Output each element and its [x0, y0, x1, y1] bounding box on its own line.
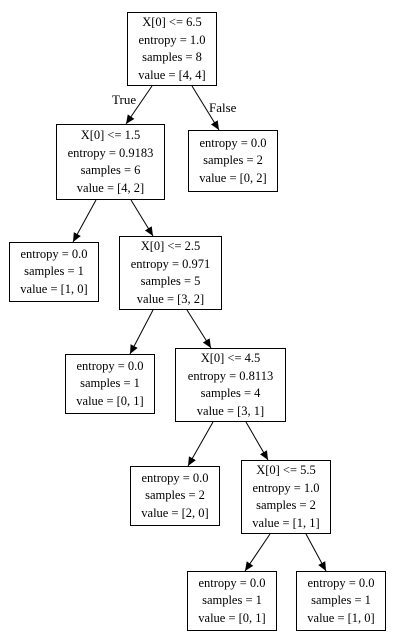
node-entropy: entropy = 0.0: [141, 470, 209, 485]
node-entropy: entropy = 0.0: [199, 135, 267, 150]
tree-node-leaf: entropy = 0.0 samples = 1 value = [1, 0]: [9, 242, 99, 302]
tree-node-leaf: entropy = 0.0 samples = 2 value = [2, 0]: [130, 466, 220, 526]
edge-n1-n2: [72, 199, 97, 243]
edge-n0-n1: [125, 85, 153, 125]
node-samples: samples = 6: [80, 163, 141, 177]
edge-n5-n7: [245, 421, 269, 461]
tree-node-split: X[0] <= 1.5 entropy = 0.9183 samples = 6…: [56, 124, 165, 200]
node-entropy: entropy = 0.8113: [187, 368, 274, 383]
edge-label-true: True: [112, 92, 137, 107]
node-entropy: entropy = 0.0: [198, 575, 266, 590]
edge-n0-n8: [191, 85, 220, 131]
node-samples: samples = 1: [202, 593, 262, 608]
node-samples: samples = 2: [256, 498, 316, 512]
node-value: value = [1, 0]: [20, 281, 88, 296]
node-samples: samples = 1: [24, 264, 84, 279]
edge-n5-n6: [187, 421, 214, 467]
edge-label-false: False: [209, 100, 237, 115]
node-samples: samples = 1: [311, 593, 371, 608]
node-samples: samples = 4: [200, 386, 261, 400]
edge-n7-n10: [305, 533, 327, 572]
node-split-rule: X[0] <= 4.5: [200, 351, 261, 365]
node-samples: samples = 8: [142, 50, 202, 64]
tree-node-split: X[0] <= 4.5 entropy = 0.8113 samples = 4…: [175, 348, 286, 422]
node-entropy: entropy = 0.0: [307, 575, 375, 590]
node-value: value = [4, 4]: [138, 67, 206, 82]
node-samples: samples = 5: [140, 274, 201, 288]
tree-node-leaf: entropy = 0.0 samples = 1 value = [1, 0]: [296, 571, 386, 631]
node-entropy: entropy = 1.0: [252, 480, 320, 495]
node-value: value = [3, 2]: [136, 291, 205, 306]
tree-node-leaf: entropy = 0.0 samples = 1 value = [0, 1]: [65, 354, 155, 414]
tree-node-leaf: entropy = 0.0 samples = 2 value = [0, 2]: [188, 130, 278, 192]
node-entropy: entropy = 0.9183: [67, 145, 154, 160]
node-entropy: entropy = 0.0: [20, 246, 88, 261]
node-value: value = [0, 1]: [76, 393, 144, 408]
node-value: value = [3, 1]: [196, 403, 265, 418]
node-value: value = [0, 1]: [198, 610, 266, 625]
edge-n7-n9: [244, 533, 271, 572]
edge-n3-n5: [186, 309, 212, 349]
node-split-rule: X[0] <= 5.5: [256, 463, 316, 477]
node-value: value = [2, 0]: [141, 505, 209, 520]
node-split-rule: X[0] <= 2.5: [140, 239, 201, 253]
tree-node-split: X[0] <= 2.5 entropy = 0.971 samples = 5 …: [119, 236, 222, 310]
node-samples: samples = 2: [203, 153, 263, 168]
node-split-rule: X[0] <= 1.5: [80, 128, 141, 142]
node-entropy: entropy = 0.971: [130, 256, 211, 271]
node-split-rule: X[0] <= 6.5: [142, 15, 202, 29]
node-value: value = [0, 2]: [199, 170, 267, 185]
node-value: value = [1, 1]: [252, 515, 320, 530]
node-samples: samples = 2: [145, 488, 205, 503]
edge-n3-n4: [129, 309, 154, 355]
tree-node-root: X[0] <= 6.5 entropy = 1.0 samples = 8 va…: [127, 12, 217, 86]
tree-node-leaf: entropy = 0.0 samples = 1 value = [0, 1]: [187, 571, 277, 631]
node-value: value = [1, 0]: [307, 610, 375, 625]
node-samples: samples = 1: [80, 376, 140, 391]
node-value: value = [4, 2]: [76, 180, 145, 195]
tree-node-split: X[0] <= 5.5 entropy = 1.0 samples = 2 va…: [241, 460, 331, 534]
edge-n1-n3: [130, 199, 154, 237]
node-entropy: entropy = 0.0: [76, 358, 144, 373]
node-entropy: entropy = 1.0: [138, 32, 206, 47]
